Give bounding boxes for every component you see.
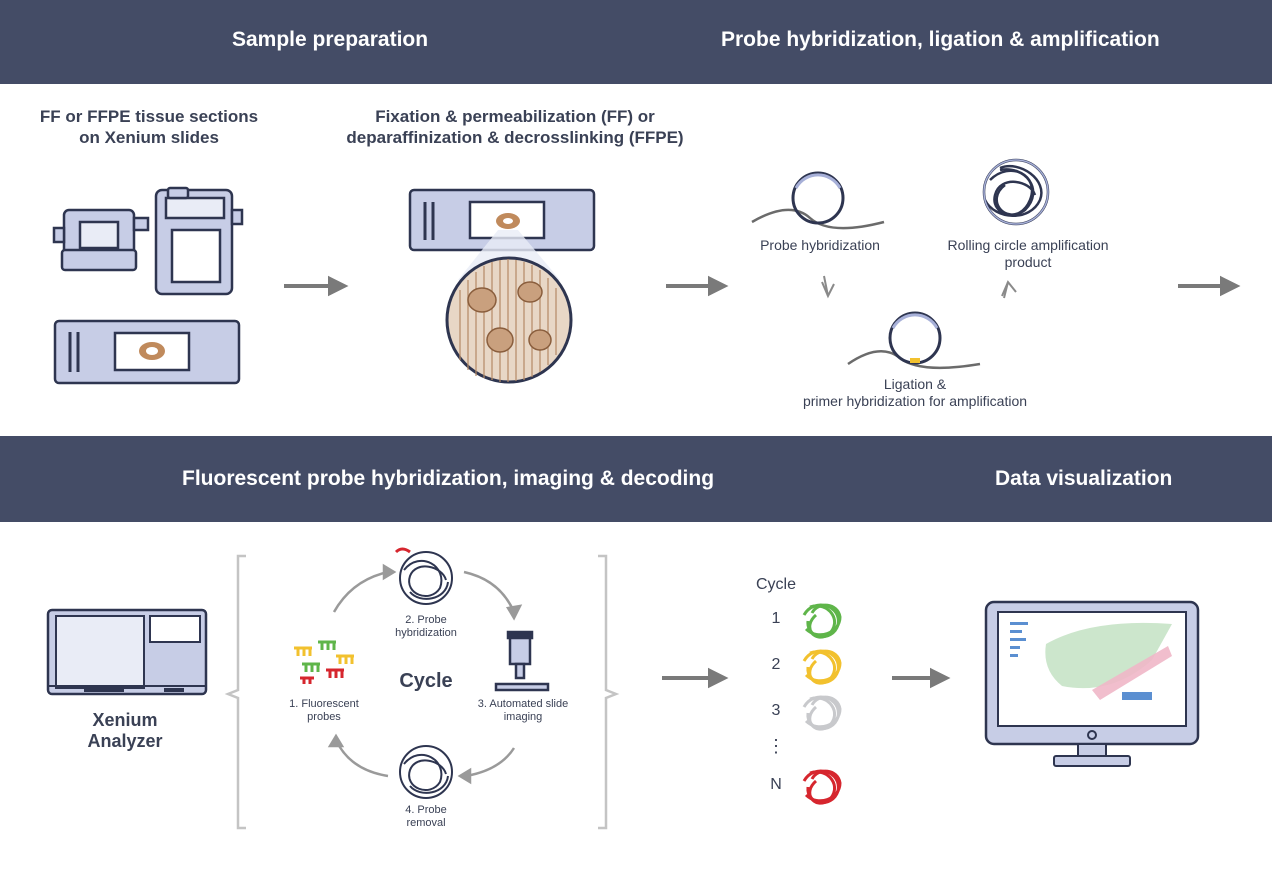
cycle-center-label: Cycle: [399, 670, 453, 692]
header-data-visualization: Data visualization: [995, 467, 1173, 490]
header-fluorescent-probe: Fluorescent probe hybridization, imaging…: [182, 467, 715, 490]
bracket-right-icon: [598, 554, 620, 830]
microscope-icon: [494, 630, 550, 692]
probe-blob-top-icon: [394, 547, 453, 605]
small-arrows: [821, 275, 1017, 299]
probe-hybridization-label: Probe hybridization: [760, 237, 880, 253]
step-tissue-sections-label: FF or FFPE tissue sections on Xenium sli…: [39, 107, 259, 147]
header-sample-preparation: Sample preparation: [232, 28, 429, 51]
header-band-bottom: Fluorescent probe hybridization, imaging…: [0, 436, 1272, 522]
magnified-cells-icon: [445, 256, 573, 384]
cycle-step-fluorescent-probes: 1. Fluorescent probes: [289, 698, 359, 723]
decoding-row-label: N: [770, 776, 782, 793]
rca-product-icon: [982, 158, 1050, 226]
monitor-icon: [984, 600, 1200, 767]
bracket-left-icon: [224, 554, 246, 830]
xenium-slide-icon: [53, 319, 241, 385]
probe-hybridization-icon: [751, 171, 885, 230]
decoding-row-label: ⋮: [767, 736, 785, 756]
decoding-row-label: 1: [771, 610, 781, 627]
decoding-title: Cycle: [755, 576, 796, 593]
ligation-icon: [847, 311, 981, 370]
rca-product-label: Rolling circle amplification product: [947, 237, 1109, 270]
header-probe-hybridization: Probe hybridization, ligation & amplific…: [721, 28, 1160, 51]
step-fixation-label: Fixation & permeabilization (FF) or depa…: [346, 107, 684, 147]
signal-blob-icon: [802, 603, 842, 639]
fluorescent-probes-icon: [294, 640, 354, 684]
cycle-step-automated-imaging: 3. Automated slide imaging: [477, 698, 569, 723]
flow-arrows-top: [284, 275, 1241, 297]
probe-blob-bottom-icon: [399, 745, 453, 799]
cycle-step-probe-removal: 4. Probe removal: [405, 804, 447, 829]
microtome-icon: [52, 186, 244, 296]
xenium-analyzer-label: Xenium Analyzer: [87, 710, 163, 751]
arrow-right-icon: [284, 275, 1241, 297]
signal-blob-icon: [802, 649, 842, 685]
ligation-label: Ligation & primer hybridization for ampl…: [802, 376, 1028, 409]
cycle-step-probe-hybridization: 2. Probe hybridization: [395, 614, 457, 639]
sample-prep-graphics: [52, 186, 596, 385]
signal-blob-icon: [802, 769, 842, 805]
header-band-top: Sample preparation Probe hybridization, …: [0, 0, 1272, 84]
arrow-right-icon: [662, 667, 951, 689]
decoding-row-label: 3: [771, 702, 781, 719]
tissue-map-graphic: [1010, 622, 1172, 700]
probe-steps-graphics: [751, 158, 1050, 370]
decoding-row-label: 2: [771, 656, 781, 673]
xenium-analyzer-icon: [46, 608, 208, 696]
cycle-arrows: [327, 563, 523, 785]
signal-blob-icon: [802, 695, 842, 731]
